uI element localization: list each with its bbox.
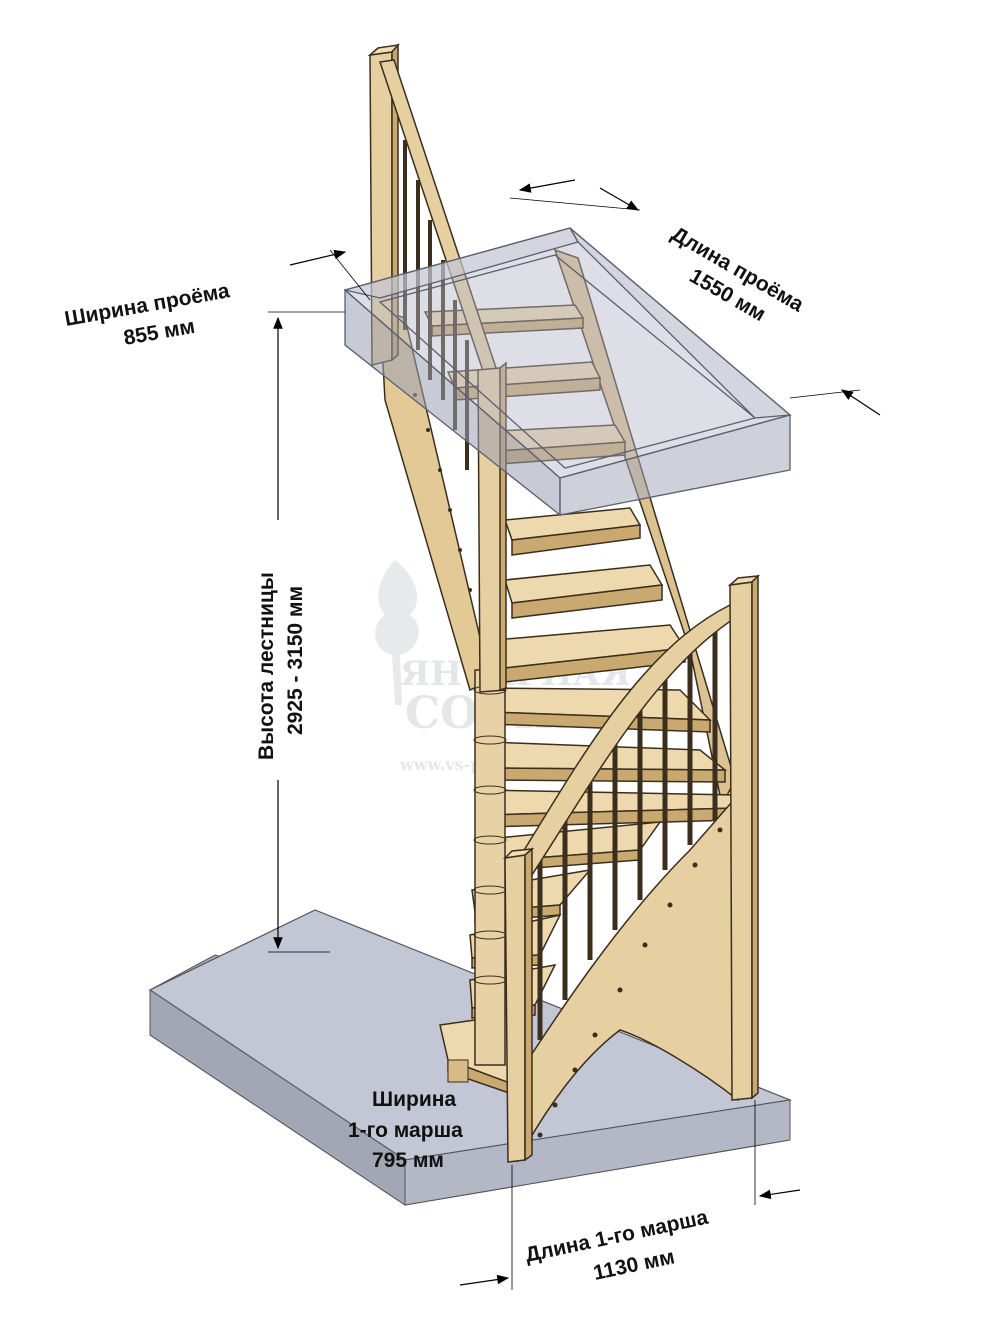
dimension-lines: [268, 179, 881, 1290]
stair-height-value: 2925 - 3150 мм: [284, 586, 307, 735]
ceiling-opening-frame: [343, 227, 792, 517]
first-flight-width-line2: 1-го марша: [348, 1119, 463, 1142]
lower-railing: [502, 574, 761, 1163]
opening-width-value: 855 мм: [122, 315, 197, 350]
first-flight-length-value: 1130 мм: [591, 1245, 676, 1285]
label-stair-height: Высота лестницы 2925 - 3150 мм: [255, 572, 307, 760]
lower-right-newel-post: [729, 581, 753, 1101]
label-first-flight-length: Длина 1-го марша 1130 мм: [523, 1206, 710, 1285]
first-flight-width-line1: Ширина: [372, 1088, 456, 1111]
bottom-newel-post: [504, 854, 526, 1163]
tread: [484, 687, 712, 733]
label-opening-length: Длина проёма 1550 мм: [668, 222, 808, 326]
label-first-flight-width: Ширина 1-го марша 795 мм: [348, 1088, 463, 1172]
lower-stringer: [514, 793, 741, 1163]
pine-tree-icon: [375, 560, 419, 705]
stair-height-title: Высота лестницы: [255, 572, 278, 760]
label-opening-width: Ширина проёма 855 мм: [63, 279, 232, 350]
tread: [504, 564, 664, 619]
first-flight-width-line3: 795 мм: [372, 1149, 444, 1172]
tread: [484, 789, 736, 828]
tread: [503, 507, 642, 556]
